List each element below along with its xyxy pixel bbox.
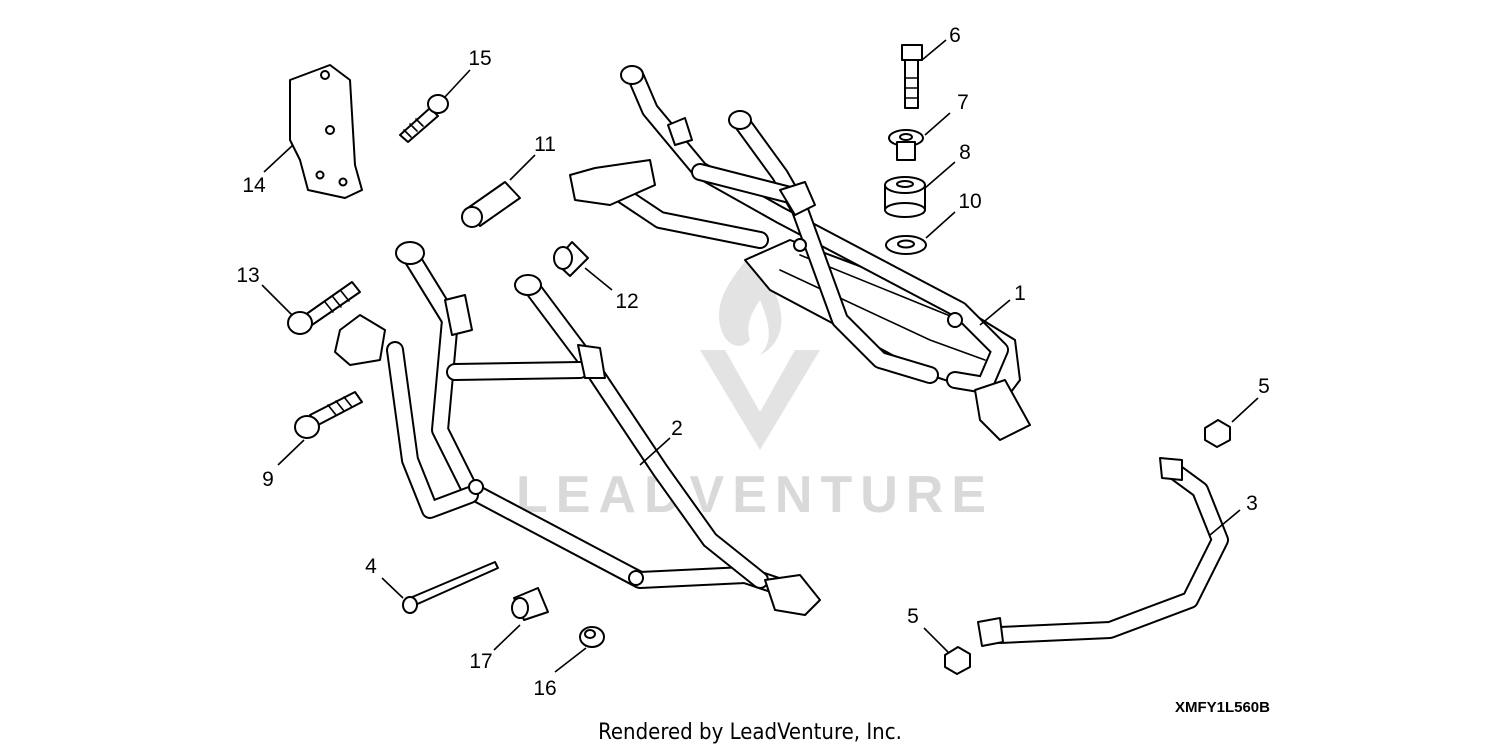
- part-9-bolt[interactable]: [294, 391, 363, 439]
- part-7-collar[interactable]: [888, 129, 924, 161]
- callout-3: 3: [1246, 492, 1258, 515]
- part-8-grommet[interactable]: [884, 176, 926, 218]
- part-16-collar[interactable]: [579, 626, 605, 648]
- callout-12: 12: [615, 290, 638, 313]
- callout-15: 15: [468, 47, 491, 70]
- callout-labels: 1 2 3 4 5 5 6 7 8 9 10 11 12 13 14 15 16…: [236, 24, 1270, 700]
- callout-2: 2: [671, 417, 683, 440]
- diagram-code: XMFY1L560B: [1175, 699, 1270, 716]
- part-13-bolt[interactable]: [287, 281, 361, 335]
- callout-17: 17: [469, 650, 492, 673]
- part-11-collar[interactable]: [461, 181, 521, 228]
- watermark: LEADVENTURE: [516, 255, 994, 524]
- callout-6: 6: [949, 24, 961, 47]
- callout-13: 13: [236, 264, 259, 287]
- callout-7: 7: [957, 91, 969, 114]
- part-4-rod[interactable]: [402, 561, 499, 614]
- callout-5-bottom: 5: [907, 605, 919, 628]
- part-12-collar[interactable]: [553, 241, 589, 277]
- callout-16: 16: [533, 677, 556, 700]
- part-17-collar[interactable]: [511, 587, 549, 621]
- callout-4: 4: [365, 555, 377, 578]
- credit-text: Rendered by LeadVenture, Inc.: [598, 720, 902, 745]
- callout-5-right: 5: [1258, 375, 1270, 398]
- part-14-bracket[interactable]: [289, 64, 363, 199]
- part-5-nut-bottom[interactable]: [944, 646, 971, 675]
- callout-10: 10: [958, 190, 981, 213]
- callout-11: 11: [534, 133, 556, 156]
- part-6-bolt[interactable]: [901, 44, 923, 109]
- part-2-lower-frame[interactable]: [334, 241, 821, 616]
- callout-8: 8: [959, 141, 971, 164]
- leader-lines: [261, 39, 1259, 673]
- watermark-text: LEADVENTURE: [516, 466, 994, 524]
- part-15-bolt[interactable]: [399, 94, 449, 143]
- callout-9: 9: [262, 468, 274, 491]
- watermark-v-logo: [700, 350, 820, 450]
- callout-1: 1: [1014, 282, 1026, 305]
- part-10-washer[interactable]: [885, 235, 927, 255]
- part-1-upper-frame[interactable]: [569, 65, 1031, 441]
- callout-14: 14: [242, 174, 266, 197]
- part-3-bent-rod[interactable]: [977, 457, 1229, 647]
- part-5-nut-right[interactable]: [1204, 419, 1231, 448]
